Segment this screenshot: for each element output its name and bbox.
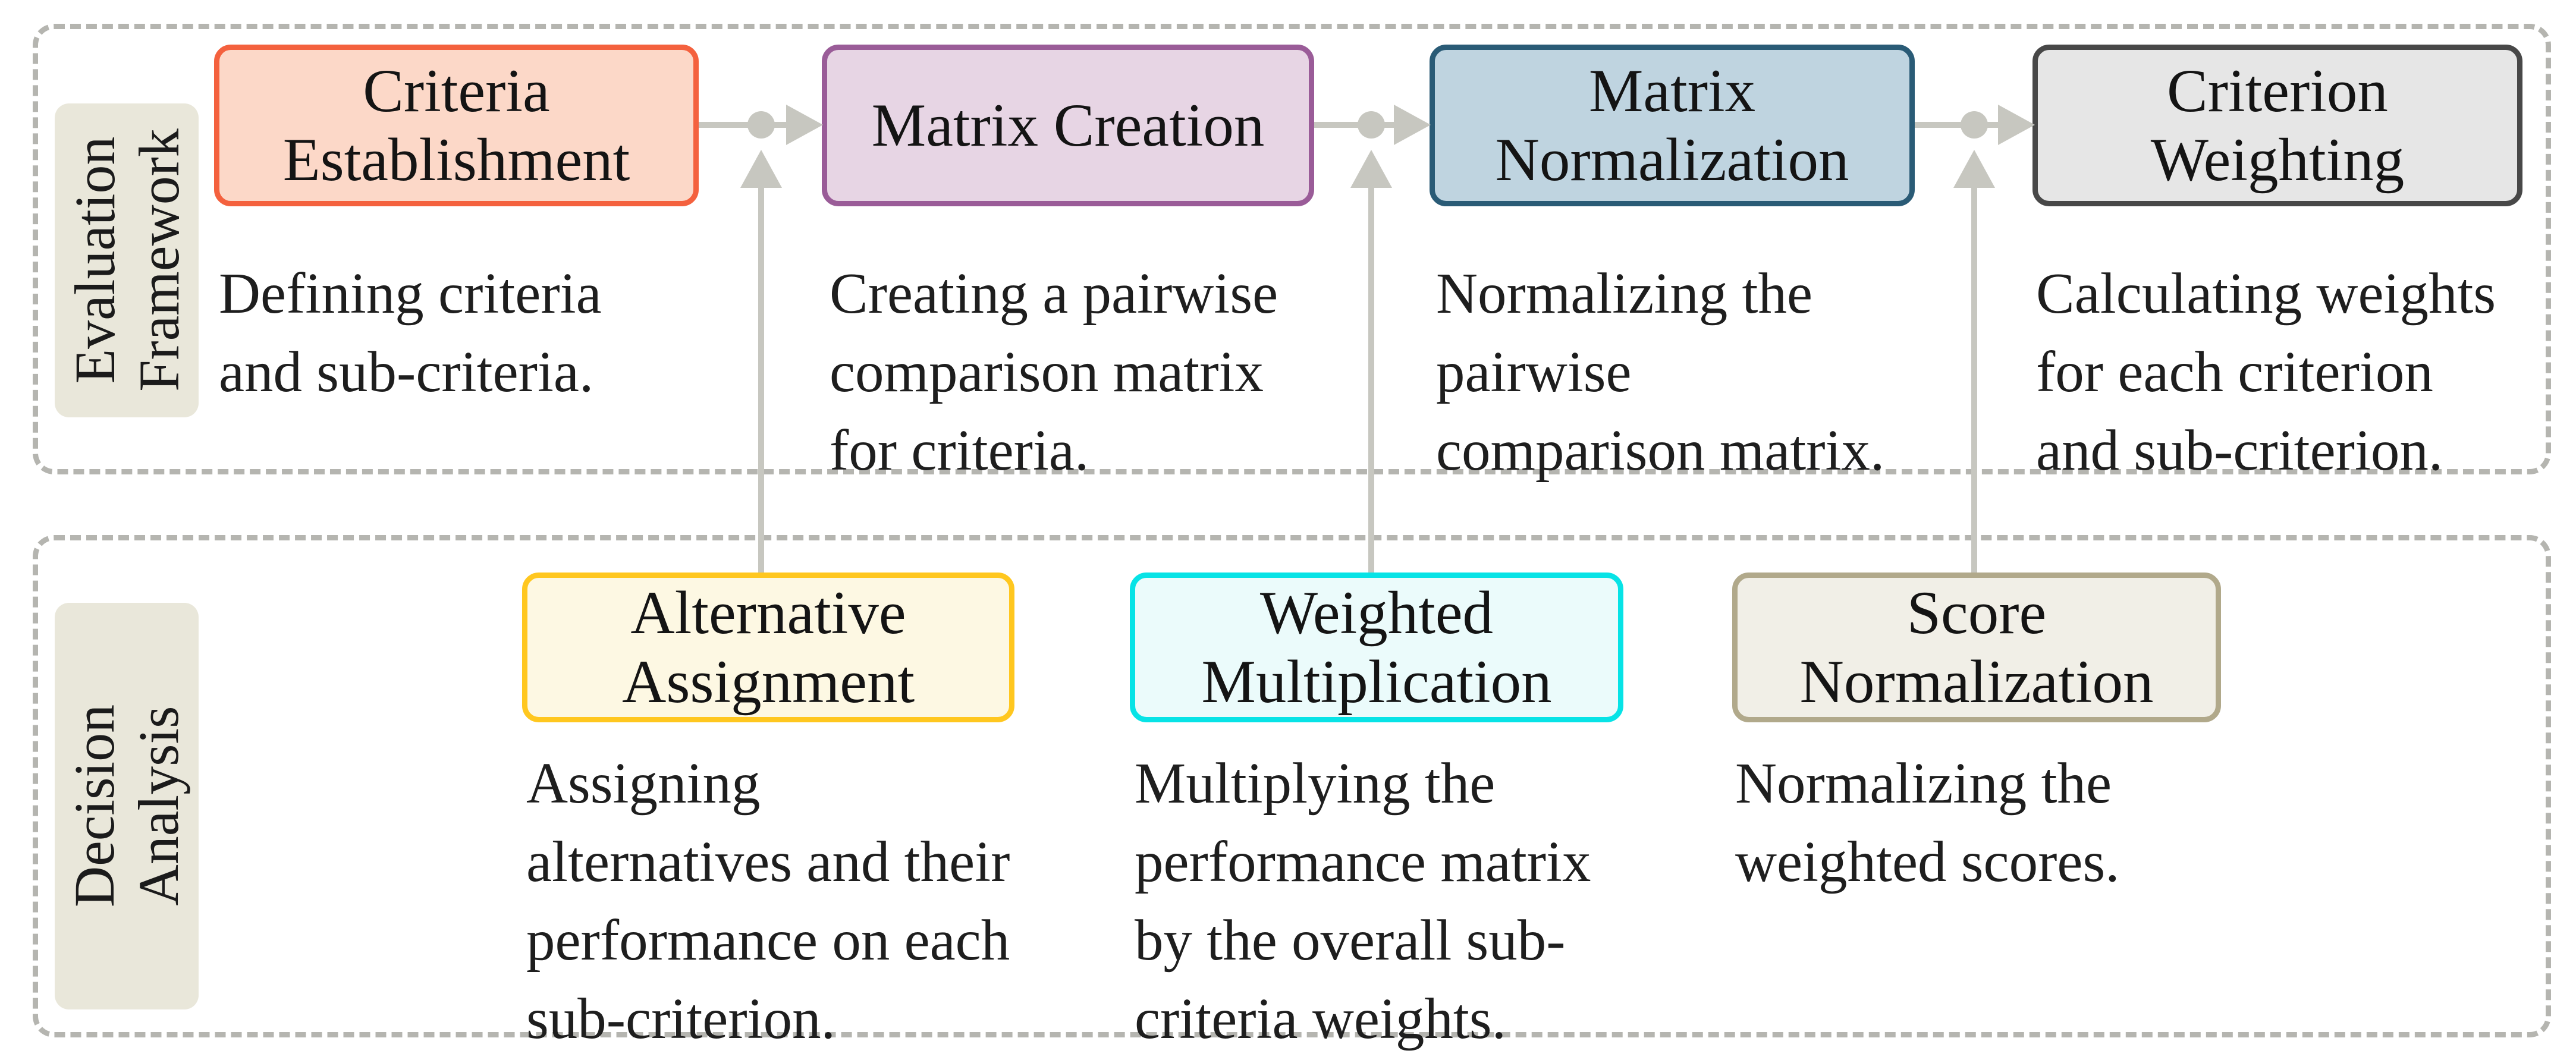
step-description-alternative-assignment: Assigning alternatives and their perform…	[526, 751, 1010, 1050]
step-weighted-multiplication: Weighted Multiplication	[1130, 573, 1623, 722]
connector-vline-score-normalization	[1971, 187, 1977, 573]
step-description-criteria-establishment: Defining criteria and sub-criteria.	[219, 262, 602, 404]
connector-line-2-3	[1314, 122, 1399, 128]
step-title: Alternative Assignment	[621, 578, 915, 716]
connector-line-1-2	[699, 122, 791, 128]
step-matrix-creation: Matrix Creation	[822, 45, 1314, 206]
connector-vline-alternative-assignment	[758, 187, 764, 573]
step-title: Score Normalization	[1799, 578, 2154, 716]
junction-dot-3	[1961, 111, 1988, 139]
lane-label-text: Decision Analysis	[62, 704, 190, 908]
lane-label-decision-analysis: Decision Analysis	[55, 603, 199, 1009]
lane-label-text: Evaluation Framework	[62, 128, 191, 392]
arrow-right-icon-2	[1394, 105, 1431, 145]
connector-vline-weighted-multiplication	[1368, 187, 1374, 573]
lane-label-evaluation-framework: Evaluation Framework	[55, 103, 199, 417]
junction-dot-2	[1358, 111, 1385, 139]
step-title: Criteria Establishment	[282, 56, 630, 194]
step-description-score-normalization: Normalizing the weighted scores.	[1735, 751, 2120, 894]
arrow-up-icon-2	[1350, 150, 1392, 188]
arrow-up-icon-3	[1953, 150, 1995, 188]
step-alternative-assignment: Alternative Assignment	[522, 573, 1014, 722]
arrow-right-icon-1	[786, 105, 823, 145]
step-description-matrix-creation: Creating a pairwise comparison matrix fo…	[830, 262, 1278, 482]
step-criteria-establishment: Criteria Establishment	[214, 45, 699, 206]
connector-line-3-4	[1915, 122, 2002, 128]
step-title: Weighted Multiplication	[1201, 578, 1552, 716]
step-score-normalization: Score Normalization	[1732, 573, 2221, 722]
lane-decision-analysis	[33, 535, 2551, 1037]
step-title: Criterion Weighting	[2150, 56, 2405, 194]
step-description-weighted-multiplication: Multiplying the performance matrix by th…	[1135, 751, 1591, 1050]
arrow-right-icon-3	[1998, 105, 2035, 145]
step-matrix-normalization: Matrix Normalization	[1430, 45, 1915, 206]
step-criterion-weighting: Criterion Weighting	[2032, 45, 2522, 206]
lane-evaluation-framework	[33, 24, 2551, 474]
step-description-matrix-normalization: Normalizing the pairwise comparison matr…	[1436, 262, 1885, 482]
step-description-criterion-weighting: Calculating weights for each criterion a…	[2036, 262, 2496, 482]
step-title: Matrix Creation	[871, 91, 1265, 159]
step-title: Matrix Normalization	[1495, 56, 1849, 194]
junction-dot-1	[747, 111, 775, 139]
arrow-up-icon-1	[740, 150, 782, 188]
